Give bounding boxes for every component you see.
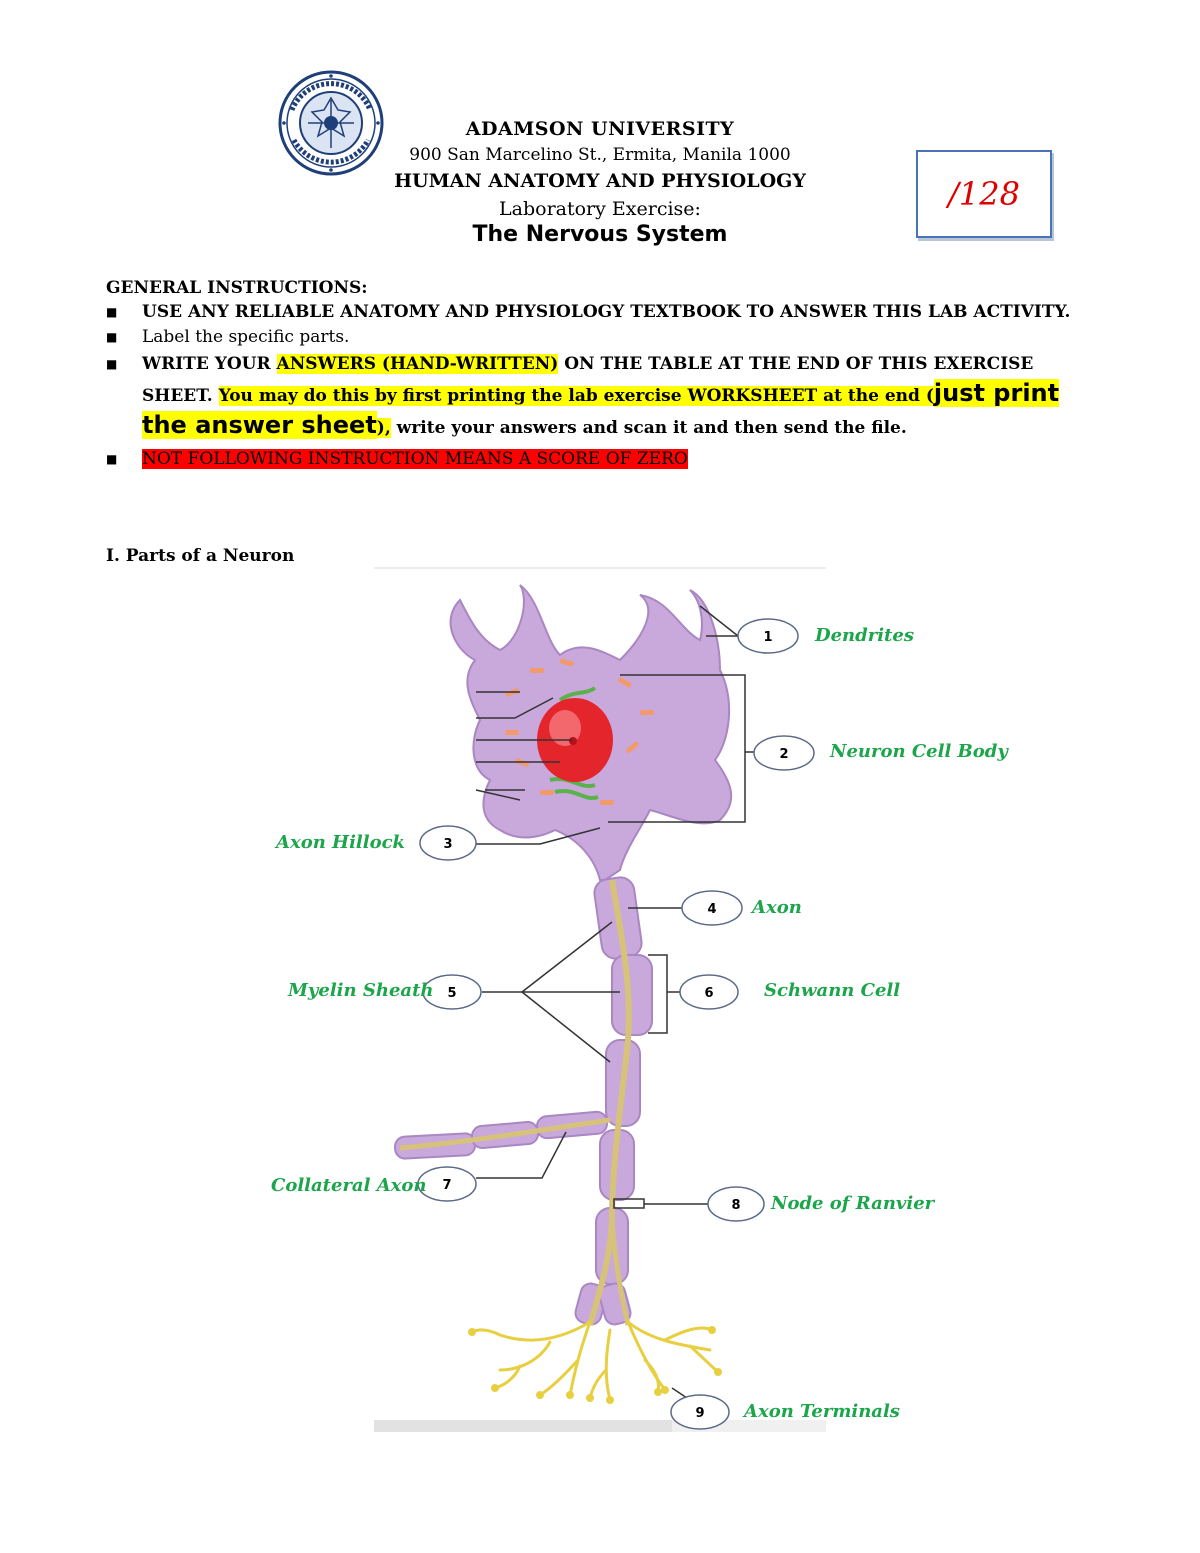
bullet-icon: ■	[106, 330, 118, 344]
exercise-type: Laboratory Exercise:	[499, 198, 701, 220]
svg-text:2: 2	[779, 747, 788, 762]
course-title: HUMAN ANATOMY AND PHYSIOLOGY	[394, 170, 806, 192]
label-number-4: 4	[681, 890, 743, 926]
axon-segments	[393, 876, 653, 1326]
label-schwann-cell: Schwann Cell	[764, 980, 901, 1001]
bullet-icon: ■	[106, 452, 118, 466]
axon-core	[587, 879, 632, 1326]
label-number-5: 5	[422, 974, 482, 1010]
exercise-topic: The Nervous System	[472, 222, 728, 247]
instruction-item: ■ USE ANY RELIABLE ANATOMY AND PHYSIOLOG…	[106, 300, 1081, 325]
instruction-item: ■ NOT FOLLOWING INSTRUCTION MEANS A SCOR…	[106, 447, 1081, 472]
svg-text:8: 8	[731, 1198, 740, 1213]
university-name: ADAMSON UNIVERSITY	[465, 118, 735, 140]
university-address: 900 San Marcelino St., Ermita, Manila 10…	[409, 145, 791, 165]
label-axon: Axon	[752, 897, 802, 918]
label-number-1: 1	[737, 618, 799, 654]
label-number-9: 9	[670, 1394, 730, 1430]
instruction-item: ■ Label the specific parts.	[106, 325, 1081, 350]
instructions-list: ■ USE ANY RELIABLE ANATOMY AND PHYSIOLOG…	[106, 300, 1081, 472]
label-dendrites: Dendrites	[815, 625, 914, 646]
axon-terminal-branches	[470, 1320, 720, 1402]
svg-text:1: 1	[763, 630, 772, 645]
score-total: /128	[948, 175, 1020, 213]
bullet-icon: ■	[106, 357, 118, 371]
bullet-icon: ■	[106, 305, 118, 319]
svg-text:3: 3	[443, 837, 452, 852]
label-axon-terminals: Axon Terminals	[744, 1401, 900, 1422]
svg-text:4: 4	[707, 902, 716, 917]
collateral-core	[399, 1117, 611, 1151]
label-axon-hillock: Axon Hillock	[276, 832, 406, 853]
label-neuron-cell-body: Neuron Cell Body	[830, 741, 1008, 762]
svg-text:6: 6	[704, 986, 713, 1001]
section-title: I. Parts of a Neuron	[106, 546, 295, 566]
score-box: /128	[916, 150, 1052, 238]
svg-text:7: 7	[442, 1178, 451, 1193]
golgi	[549, 686, 599, 801]
university-seal-logo	[278, 70, 384, 176]
label-node-of-ranvier: Node of Ranvier	[771, 1193, 935, 1214]
label-myelin-sheath: Myelin Sheath	[288, 980, 434, 1001]
instructions-title: GENERAL INSTRUCTIONS:	[106, 278, 368, 298]
label-number-6: 6	[679, 974, 739, 1010]
instruction-item: ■ WRITE YOUR ANSWERS (HAND-WRITTEN) ON T…	[106, 350, 1081, 443]
label-number-2: 2	[753, 735, 815, 771]
label-collateral-axon: Collateral Axon	[271, 1175, 427, 1196]
leader-lines	[476, 605, 756, 1401]
label-number-3: 3	[419, 825, 477, 861]
svg-text:5: 5	[447, 986, 456, 1001]
svg-text:9: 9	[695, 1406, 704, 1421]
label-number-8: 8	[707, 1186, 765, 1222]
label-number-7: 7	[417, 1166, 477, 1202]
